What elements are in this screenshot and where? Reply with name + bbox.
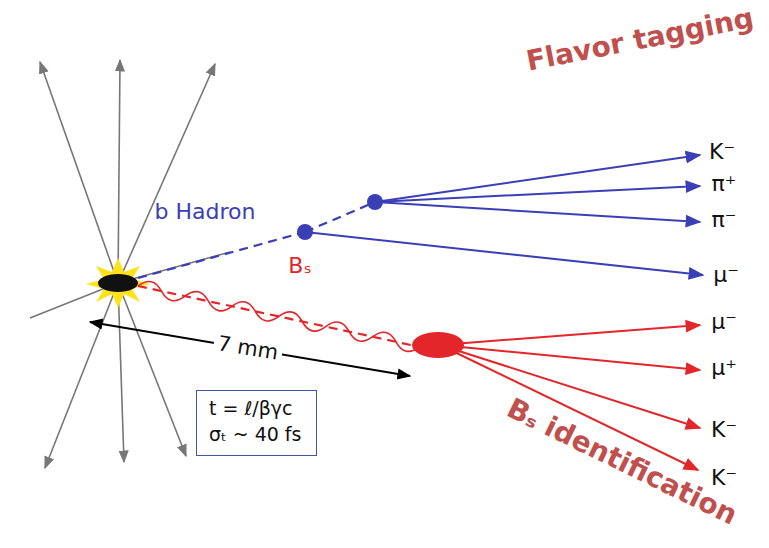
particle-label: μ⁺ bbox=[711, 355, 737, 380]
particle-label: K⁻ bbox=[709, 139, 735, 164]
flight-distance-arrow bbox=[90, 322, 410, 376]
primary-vertex bbox=[98, 274, 138, 292]
particle-label: K⁻ bbox=[711, 417, 737, 442]
particle-label: π⁻ bbox=[712, 207, 737, 232]
formula-text: t = ℓ/βγc bbox=[209, 396, 304, 422]
section-heading: Bₛ identification bbox=[502, 392, 742, 531]
collision-star bbox=[86, 258, 150, 308]
particle-name: Bₛ bbox=[288, 253, 311, 278]
particle-label: K⁻ bbox=[711, 465, 737, 490]
formula-box: t = ℓ/βγcσₜ ~ 40 fs bbox=[196, 390, 317, 456]
particle-label: μ⁻ bbox=[713, 262, 739, 287]
particle-label: μ⁻ bbox=[711, 309, 737, 334]
section-heading: Flavor tagging bbox=[524, 2, 757, 78]
particle-name: b Hadron bbox=[155, 199, 256, 224]
b-hadron-decay bbox=[138, 155, 703, 278]
dimension-label: 7 mm bbox=[212, 331, 284, 366]
particle-label: π⁺ bbox=[712, 171, 737, 196]
formula-text: σₜ ~ 40 fs bbox=[209, 422, 304, 448]
